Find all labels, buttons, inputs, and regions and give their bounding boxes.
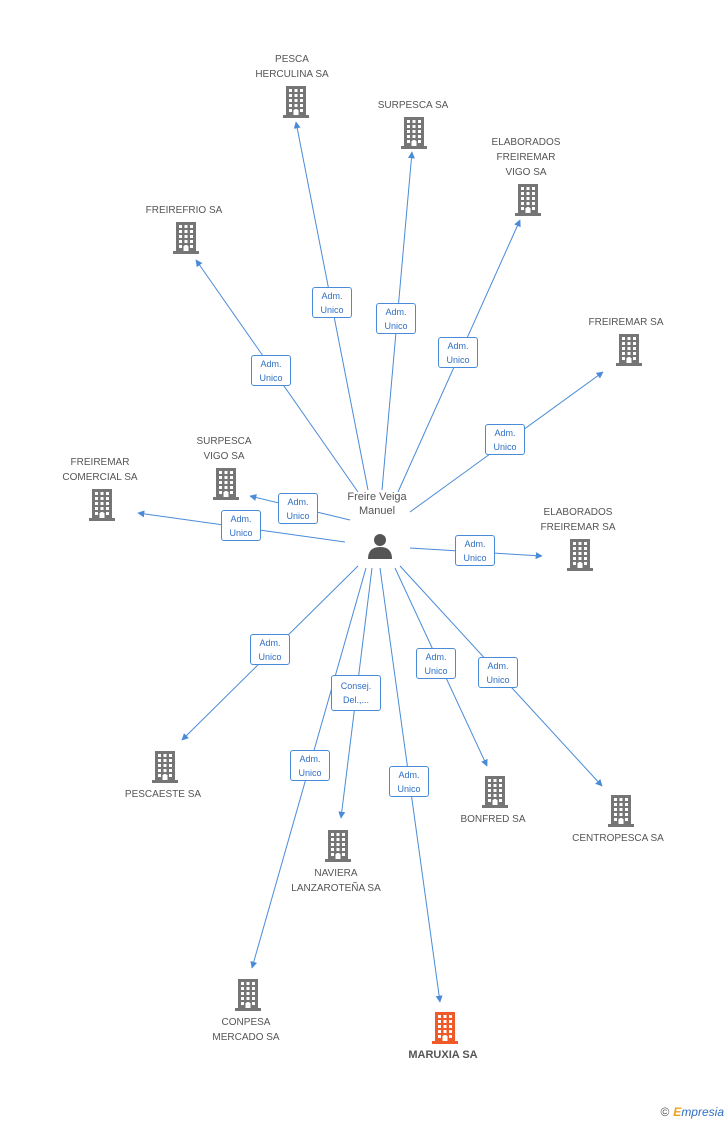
building-icon[interactable] (213, 468, 239, 500)
building-icon[interactable] (401, 117, 427, 149)
company-name-naviera-lanzaroteña[interactable]: NAVIERA LANZAROTEÑA SA (291, 868, 381, 894)
role-badge-conpesa-mercado[interactable]: Adm. Unico (290, 750, 330, 781)
role-badge-naviera-lanzaroteña[interactable]: Consej. Del.,... (331, 675, 381, 711)
building-icon[interactable] (567, 539, 593, 571)
brand-name-rest: mpresia (681, 1105, 724, 1119)
building-icon[interactable] (152, 751, 178, 783)
building-icon[interactable] (283, 86, 309, 118)
brand-initial: E (673, 1105, 682, 1119)
person-icon[interactable] (368, 534, 392, 559)
copyright-symbol: © (660, 1105, 670, 1119)
building-icon[interactable] (173, 222, 199, 254)
role-badge-elaborados-freiremar-vigo[interactable]: Adm. Unico (438, 337, 478, 368)
company-name-surpesca[interactable]: SURPESCA SA (377, 100, 449, 111)
role-badge-centropesca[interactable]: Adm. Unico (478, 657, 518, 688)
company-name-conpesa-mercado[interactable]: CONPESA MERCADO SA (212, 1017, 280, 1043)
brand-logo: ©Empresia (660, 1105, 724, 1119)
building-icon[interactable] (235, 979, 261, 1011)
building-icon[interactable] (608, 795, 634, 827)
role-badge-freirefrio[interactable]: Adm. Unico (251, 355, 291, 386)
building-icon[interactable] (482, 776, 508, 808)
company-name-pescaeste[interactable]: PESCAESTE SA (124, 789, 202, 800)
icons-layer (89, 86, 642, 1044)
company-name-centropesca[interactable]: CENTROPESCA SA (572, 833, 664, 844)
role-badge-bonfred[interactable]: Adm. Unico (416, 648, 456, 679)
company-name-bonfred[interactable]: BONFRED SA (460, 814, 526, 825)
building-icon[interactable] (616, 334, 642, 366)
company-name-elaborados-freiremar[interactable]: ELABORADOS FREIREMAR SA (540, 507, 616, 533)
building-icon[interactable] (89, 489, 115, 521)
role-badge-pesca-herculina[interactable]: Adm. Unico (312, 287, 352, 318)
role-badge-freiremar[interactable]: Adm. Unico (485, 424, 525, 455)
role-badge-pescaeste[interactable]: Adm. Unico (250, 634, 290, 665)
company-name-freirefrio[interactable]: FREIREFRIO SA (145, 205, 223, 216)
role-badge-elaborados-freiremar[interactable]: Adm. Unico (455, 535, 495, 566)
role-badge-freiremar-comercial[interactable]: Adm. Unico (221, 510, 261, 541)
company-name-surpesca-vigo[interactable]: SURPESCA VIGO SA (196, 436, 252, 462)
company-name-freiremar-comercial[interactable]: FREIREMAR COMERCIAL SA (62, 457, 138, 483)
building-icon[interactable] (325, 830, 351, 862)
company-name-freiremar[interactable]: FREIREMAR SA (588, 317, 664, 328)
building-icon[interactable] (515, 184, 541, 216)
company-name-pesca-herculina[interactable]: PESCA HERCULINA SA (255, 54, 329, 80)
role-badge-maruxia[interactable]: Adm. Unico (389, 766, 429, 797)
building-icon[interactable] (432, 1012, 458, 1044)
person-name[interactable]: Freire Veiga Manuel (347, 491, 407, 517)
company-name-elaborados-freiremar-vigo[interactable]: ELABORADOS FREIREMAR VIGO SA (491, 137, 561, 178)
role-badge-surpesca-vigo[interactable]: Adm. Unico (278, 493, 318, 524)
role-badge-surpesca[interactable]: Adm. Unico (376, 303, 416, 334)
company-name-maruxia[interactable]: MARUXIA SA (408, 1049, 478, 1061)
